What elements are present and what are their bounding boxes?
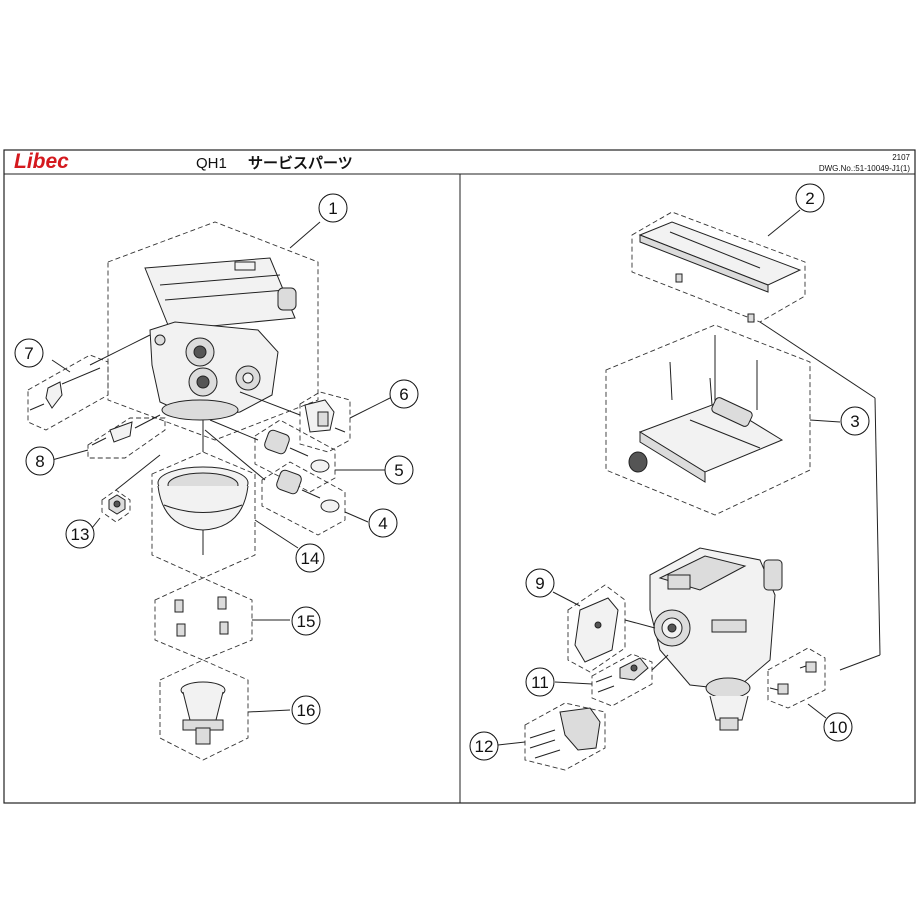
part-3-sliding-base (605, 321, 881, 671)
part-10-screw-set (767, 647, 827, 719)
svg-text:12: 12 (475, 737, 494, 756)
callout-12: 12 (469, 731, 499, 761)
part-6-lock-knob-cap (239, 391, 391, 453)
drawing-number: DWG.No.:51-10049-J1(1) (819, 164, 910, 173)
svg-text:4: 4 (378, 514, 387, 533)
svg-text:14: 14 (301, 549, 320, 568)
callout-3: 3 (840, 406, 870, 436)
svg-text:10: 10 (829, 718, 848, 737)
callout-10: 10 (823, 712, 853, 742)
document-title: サービスパーツ (248, 154, 353, 172)
svg-text:13: 13 (71, 525, 90, 544)
part-5-drag-knob (209, 419, 385, 493)
model-name: QH1 (196, 155, 227, 172)
callout-4: 4 (368, 508, 398, 538)
svg-text:1: 1 (328, 199, 337, 218)
part-11-bracket-with-screws (554, 653, 669, 707)
part-12-side-panel (497, 702, 606, 771)
svg-text:2: 2 (805, 189, 814, 208)
callout-6: 6 (389, 379, 419, 409)
svg-text:7: 7 (24, 344, 33, 363)
part-15-bolt-set (154, 577, 290, 661)
part-14-half-ball-base (151, 420, 299, 579)
part-1-fluid-head-assembly (107, 221, 321, 441)
part-2-camera-plate (631, 209, 806, 323)
svg-text:9: 9 (535, 574, 544, 593)
part-16-clamp-handle (159, 659, 291, 761)
callout-15: 15 (291, 606, 321, 636)
callout-9: 9 (525, 568, 555, 598)
part-13-nut (91, 454, 161, 529)
fluid-head-body-exploded (649, 547, 783, 731)
svg-text:6: 6 (399, 385, 408, 404)
part-8-lock-lever (51, 414, 166, 461)
callout-14: 14 (295, 543, 325, 573)
callout-2: 2 (795, 183, 825, 213)
libec-logo: Libec (14, 150, 69, 173)
revision-number: 2107 (892, 153, 910, 162)
svg-text:16: 16 (297, 701, 316, 720)
callout-7: 7 (14, 338, 44, 368)
svg-text:11: 11 (531, 673, 549, 692)
svg-text:5: 5 (394, 461, 403, 480)
callout-8: 8 (25, 446, 55, 476)
svg-text:15: 15 (297, 612, 316, 631)
callout-16: 16 (291, 695, 321, 725)
callout-1: 1 (318, 193, 348, 223)
part-4-tilt-drag-knob (204, 429, 369, 536)
callout-13: 13 (65, 519, 95, 549)
callout-5: 5 (384, 455, 414, 485)
part-9-cover-plate (552, 584, 656, 673)
svg-text:3: 3 (850, 412, 859, 431)
svg-text:8: 8 (35, 452, 44, 471)
part-7-pan-handle-bracket (27, 334, 151, 431)
callout-11: 11 (525, 667, 555, 697)
